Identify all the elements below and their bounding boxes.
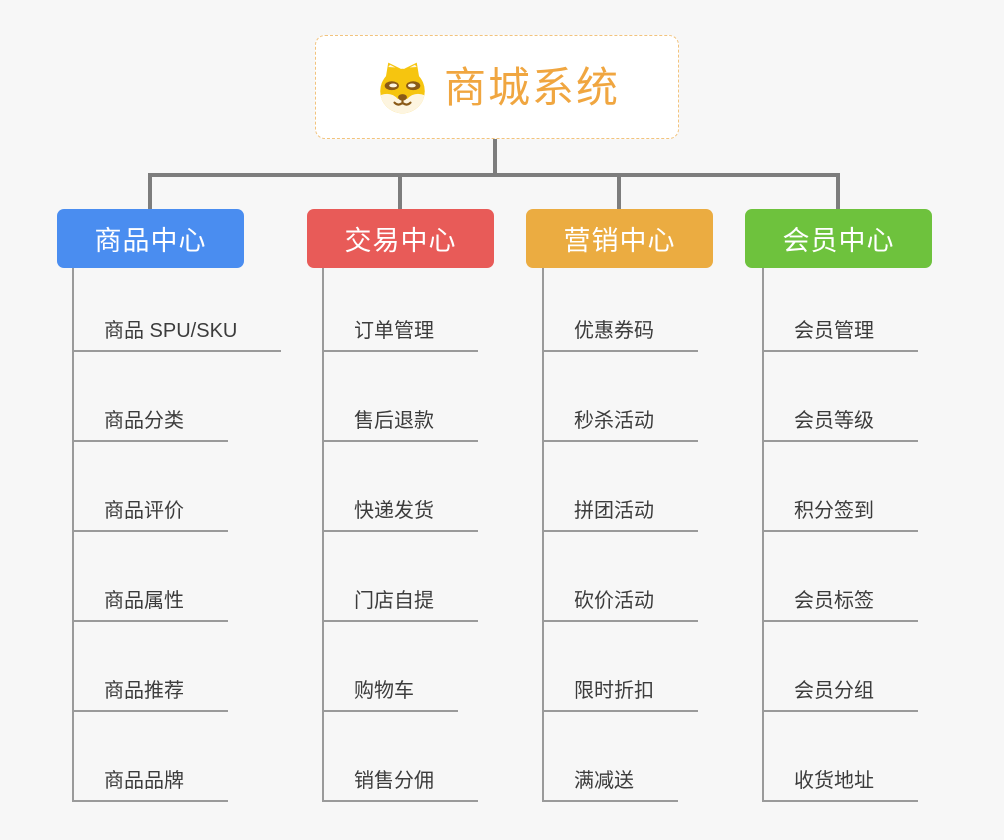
child-item[interactable]: 商品评价 (72, 442, 292, 532)
child-item-label[interactable]: 会员管理 (762, 314, 918, 352)
child-item-label[interactable]: 会员分组 (762, 674, 918, 712)
child-item-label[interactable]: 满减送 (542, 764, 678, 802)
child-item[interactable]: 会员标签 (762, 532, 982, 622)
child-item[interactable]: 商品 SPU/SKU (72, 268, 292, 352)
child-column-trade: 订单管理 售后退款 快递发货 门店自提 购物车 销售分佣 (322, 268, 542, 802)
child-item[interactable]: 商品分类 (72, 352, 292, 442)
child-item[interactable]: 秒杀活动 (542, 352, 762, 442)
child-item-label[interactable]: 秒杀活动 (542, 404, 698, 442)
branch-label: 营销中心 (563, 226, 676, 256)
child-item[interactable]: 快递发货 (322, 442, 542, 532)
child-item[interactable]: 商品属性 (72, 532, 292, 622)
child-item-label[interactable]: 订单管理 (322, 314, 478, 352)
child-item[interactable]: 积分签到 (762, 442, 982, 532)
child-item-label[interactable]: 砍价活动 (542, 584, 698, 622)
child-item[interactable]: 收货地址 (762, 712, 982, 802)
child-item[interactable]: 订单管理 (322, 268, 542, 352)
connector-drop-marketing (617, 173, 621, 211)
child-item[interactable]: 砍价活动 (542, 532, 762, 622)
child-item[interactable]: 限时折扣 (542, 622, 762, 712)
child-item[interactable]: 会员等级 (762, 352, 982, 442)
child-item-label[interactable]: 售后退款 (322, 404, 478, 442)
child-column-member: 会员管理 会员等级 积分签到 会员标签 会员分组 收货地址 (762, 268, 982, 802)
child-item-label[interactable]: 优惠券码 (542, 314, 698, 352)
child-column-marketing: 优惠券码 秒杀活动 拼团活动 砍价活动 限时折扣 满减送 (542, 268, 762, 802)
child-item-label[interactable]: 商品品牌 (72, 764, 228, 802)
child-item[interactable]: 会员管理 (762, 268, 982, 352)
child-item[interactable]: 商品品牌 (72, 712, 292, 802)
child-item[interactable]: 优惠券码 (542, 268, 762, 352)
branch-box-marketing[interactable]: 营销中心 (526, 209, 713, 268)
child-item-label[interactable]: 拼团活动 (542, 494, 698, 532)
child-column-product: 商品 SPU/SKU 商品分类 商品评价 商品属性 商品推荐 商品品牌 (72, 268, 292, 802)
child-item-label[interactable]: 收货地址 (762, 764, 918, 802)
child-item-label[interactable]: 销售分佣 (322, 764, 478, 802)
branch-box-trade[interactable]: 交易中心 (307, 209, 494, 268)
child-item[interactable]: 销售分佣 (322, 712, 542, 802)
child-item-label[interactable]: 商品评价 (72, 494, 228, 532)
branch-label: 商品中心 (94, 226, 207, 256)
child-item[interactable]: 门店自提 (322, 532, 542, 622)
child-item-label[interactable]: 商品推荐 (72, 674, 228, 712)
child-item[interactable]: 拼团活动 (542, 442, 762, 532)
child-item-label[interactable]: 会员等级 (762, 404, 918, 442)
child-item-label[interactable]: 会员标签 (762, 584, 918, 622)
child-item-label[interactable]: 商品属性 (72, 584, 228, 622)
connector-horizontal-bar (148, 173, 840, 177)
connector-drop-product (148, 173, 152, 211)
branch-box-product[interactable]: 商品中心 (57, 209, 244, 268)
root-title: 商城系统 (443, 64, 620, 111)
child-item[interactable]: 商品推荐 (72, 622, 292, 712)
child-item-label[interactable]: 积分签到 (762, 494, 918, 532)
child-item-label[interactable]: 商品分类 (72, 404, 228, 442)
branch-label: 交易中心 (344, 226, 457, 256)
child-item[interactable]: 会员分组 (762, 622, 982, 712)
connector-drop-member (836, 173, 840, 211)
child-item[interactable]: 售后退款 (322, 352, 542, 442)
connector-drop-trade (398, 173, 402, 211)
root-node[interactable]: 商城系统 (315, 35, 679, 139)
shiba-dog-icon (380, 62, 425, 113)
child-item-label[interactable]: 门店自提 (322, 584, 478, 622)
branch-label: 会员中心 (782, 226, 895, 256)
connector-root-stub (493, 139, 497, 175)
child-item-label[interactable]: 商品 SPU/SKU (72, 314, 282, 352)
branch-box-member[interactable]: 会员中心 (745, 209, 932, 268)
child-item[interactable]: 满减送 (542, 712, 762, 802)
child-item-label[interactable]: 限时折扣 (542, 674, 698, 712)
child-item-label[interactable]: 快递发货 (322, 494, 478, 532)
child-item[interactable]: 购物车 (322, 622, 542, 712)
child-item-label[interactable]: 购物车 (322, 674, 458, 712)
